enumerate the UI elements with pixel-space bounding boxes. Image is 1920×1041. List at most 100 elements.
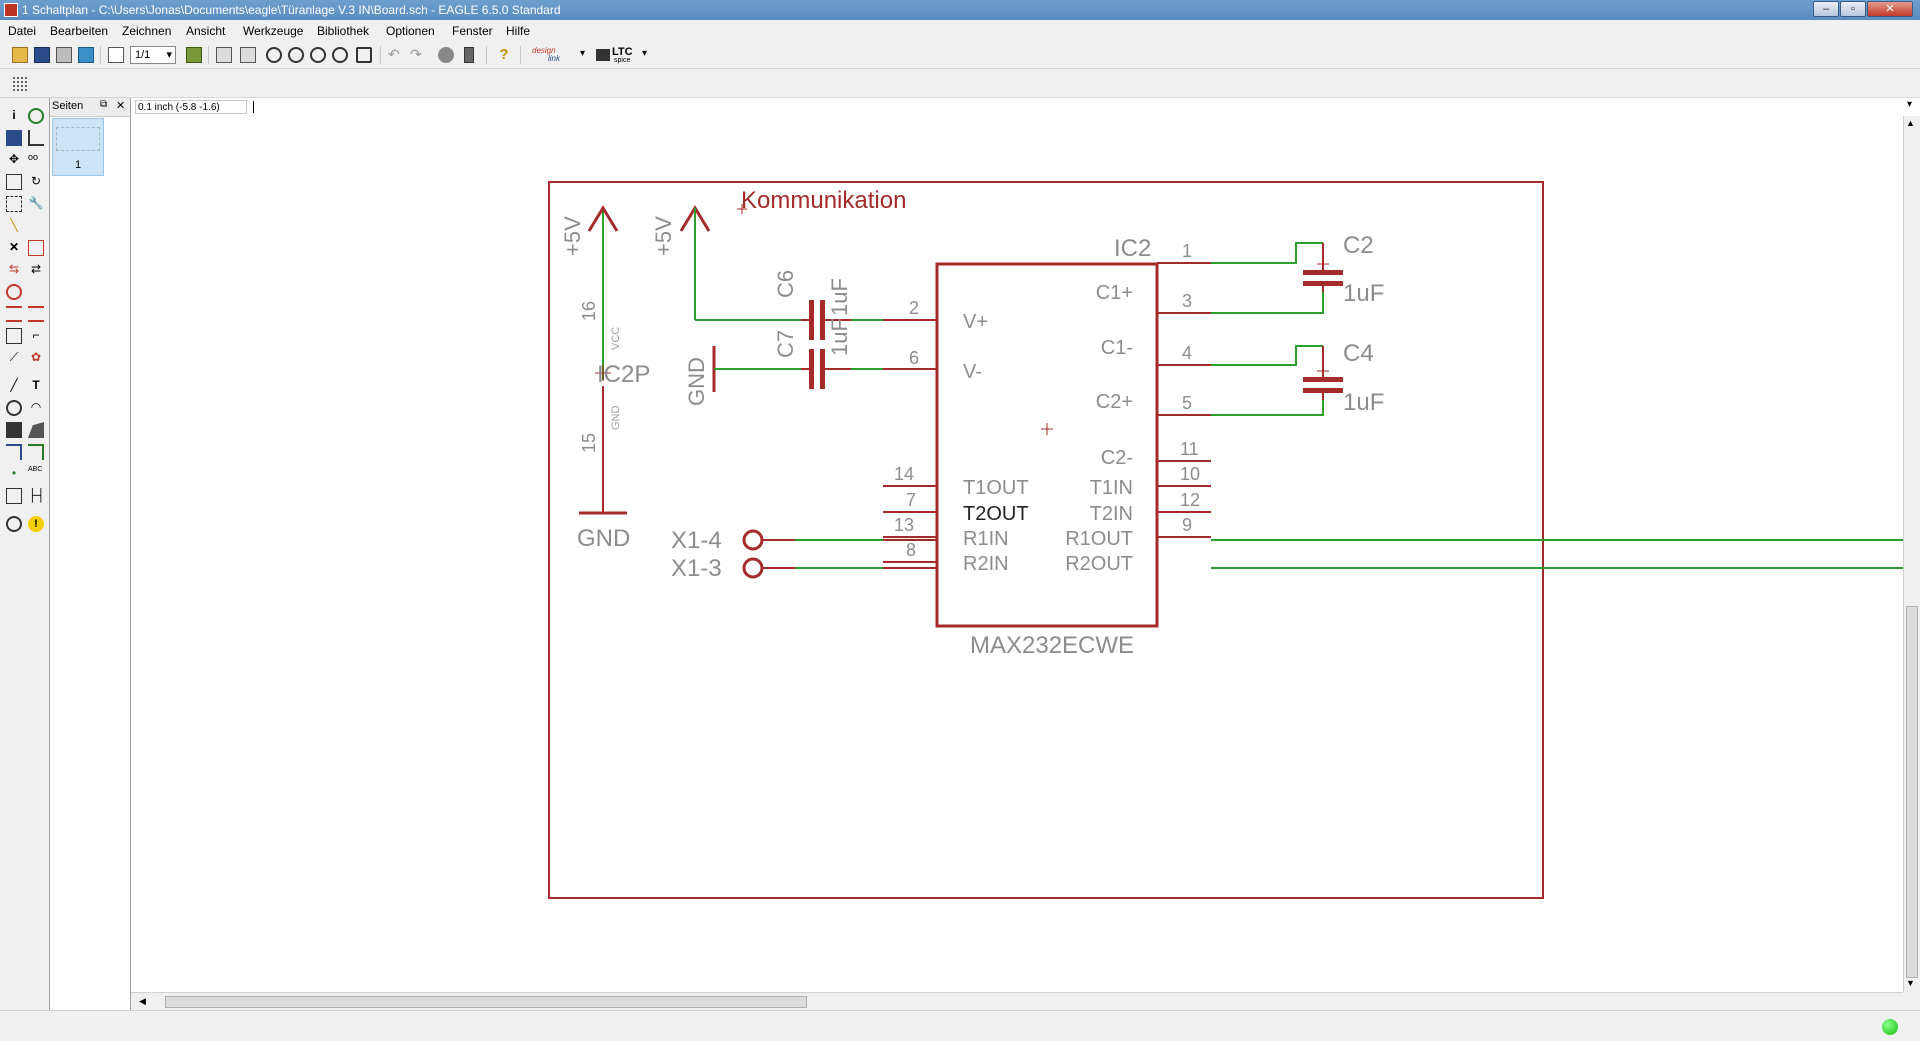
sheet-select[interactable]: 1/1 ▾ [130,46,176,64]
zoom-fit-icon[interactable] [216,47,232,63]
design-link-button[interactable]: design link [532,47,580,65]
smash-icon[interactable] [6,328,22,344]
schematic-canvas[interactable]: Kommunikation +5V 16 VCC 15 GND IC2P GND… [131,116,1903,992]
page-thumbnail[interactable]: 1 [52,118,104,176]
mirror-icon[interactable] [6,174,22,190]
ic2-pin-num-3: 3 [1182,291,1192,311]
rect-icon[interactable] [6,422,22,438]
chevron-down-icon[interactable]: ▾ [642,48,648,59]
erc-icon[interactable] [6,516,22,532]
minimize-button[interactable]: – [1813,1,1839,17]
maximize-button[interactable]: ▫ [1840,1,1866,17]
paste-icon[interactable]: ╲ [10,218,18,232]
frame-origin-cross [737,204,747,214]
menu-bearbeiten[interactable]: Bearbeiten [50,24,109,38]
zoom-redraw-icon[interactable] [240,47,256,63]
gateswap-icon[interactable]: ⇄ [30,262,42,276]
rotate-icon[interactable]: ↻ [30,174,42,188]
cam-icon[interactable] [78,47,94,63]
menu-bibliothek[interactable]: Bibliothek [317,24,370,38]
info-icon[interactable]: i [12,108,16,122]
vertical-scroll-thumb[interactable] [1906,606,1918,978]
net-icon[interactable] [28,444,44,460]
split-icon[interactable]: ⟋ [9,350,19,364]
group-icon[interactable] [6,196,22,212]
menu-datei[interactable]: Datei [8,24,37,38]
replace-icon[interactable] [6,284,22,300]
grid-icon[interactable] [12,76,28,92]
circle-icon[interactable] [6,400,22,416]
zoom-in-icon[interactable] [266,47,282,63]
attribute-icon[interactable] [6,488,22,504]
delete-icon[interactable]: ✕ [8,240,20,254]
capacitor-c4 [1303,346,1343,400]
horizontal-scrollbar[interactable]: ◀ [131,992,1903,1011]
text-icon[interactable]: T [32,378,40,392]
c2-name: C2 [1343,232,1374,259]
ltc-spice-button[interactable]: LTC spice [596,47,640,65]
close-button[interactable]: ✕ [1867,1,1913,17]
print-icon[interactable] [56,47,72,63]
open-icon[interactable] [12,47,28,63]
invoke-icon[interactable]: ✿ [30,350,42,364]
chevron-down-icon[interactable]: ▾ [580,48,586,59]
scroll-down-icon[interactable]: ▼ [1906,978,1915,988]
connector-label-x1-3: X1-3 [671,555,722,582]
ic2-pin-name-c1plus: C1+ [1096,282,1133,304]
wire-icon[interactable]: ╱ [10,378,18,392]
undo-icon[interactable]: ↶ [388,46,400,62]
capacitor-c2 [1303,243,1343,292]
ic2-body[interactable] [935,262,1159,628]
show-icon[interactable] [28,108,44,124]
scroll-up-icon[interactable]: ▲ [1906,118,1915,128]
redo-icon[interactable]: ↷ [410,46,422,62]
mark-icon[interactable] [28,130,44,146]
command-input[interactable] [251,100,1901,114]
change-icon[interactable]: 🔧 [28,196,44,210]
miter-icon[interactable]: ⌐ [32,328,40,342]
copy-icon[interactable]: oo [28,152,39,162]
ic2-pin-name-r1out: R1OUT [1065,528,1133,550]
stop-icon[interactable] [438,47,454,63]
bus-icon[interactable] [6,444,22,460]
menu-werkzeuge[interactable]: Werkzeuge [243,24,304,38]
board-switch-icon[interactable] [186,47,202,63]
dimension-icon[interactable]: ├┤ [28,488,46,502]
menu-hilfe[interactable]: Hilfe [506,24,531,38]
display-icon[interactable] [6,130,22,146]
junction-icon[interactable]: • [11,466,17,480]
ic2-value: MAX232ECWE [970,632,1134,659]
scroll-left-icon[interactable]: ◀ [139,996,146,1006]
value-icon[interactable] [28,306,44,322]
ic2-pin-num-8: 8 [906,540,916,560]
zoom-area-icon[interactable] [356,47,372,63]
sheet-icon[interactable] [108,47,124,63]
pages-panel-header: Seiten ⧉ ✕ [50,98,130,117]
zoom-minus-icon[interactable] [310,47,326,63]
errors-icon[interactable]: ! [28,516,44,532]
zoom-out-icon[interactable] [288,47,304,63]
add-icon[interactable] [28,240,44,256]
menu-ansicht[interactable]: Ansicht [186,24,226,38]
menu-zeichnen[interactable]: Zeichnen [122,24,172,38]
help-icon[interactable]: ? [499,46,509,63]
vertical-scrollbar[interactable]: ▲ ▼ [1903,116,1920,992]
pages-close-icon[interactable]: ✕ [116,100,126,112]
go-icon[interactable] [464,47,474,63]
status-ready-icon [1882,1019,1898,1035]
menu-fenster[interactable]: Fenster [452,24,493,38]
ic2-pin-num-5: 5 [1182,393,1192,413]
pinswap-icon[interactable]: ⇆ [8,262,20,276]
name-icon[interactable] [6,306,22,322]
ic2-pin-name-c1minus: C1- [1101,337,1133,359]
menu-optionen[interactable]: Optionen [386,24,435,38]
undock-icon[interactable]: ⧉ [100,99,108,110]
horizontal-scroll-thumb[interactable] [165,996,807,1008]
label-icon[interactable]: ABC [28,466,43,473]
move-icon[interactable]: ✥ [8,152,20,166]
save-icon[interactable] [34,47,50,63]
polygon-icon[interactable] [28,422,44,438]
arc-icon[interactable]: ◠ [30,400,42,414]
zoom-select-icon[interactable] [332,47,348,63]
chevron-down-icon[interactable]: ▾ [1907,99,1913,110]
